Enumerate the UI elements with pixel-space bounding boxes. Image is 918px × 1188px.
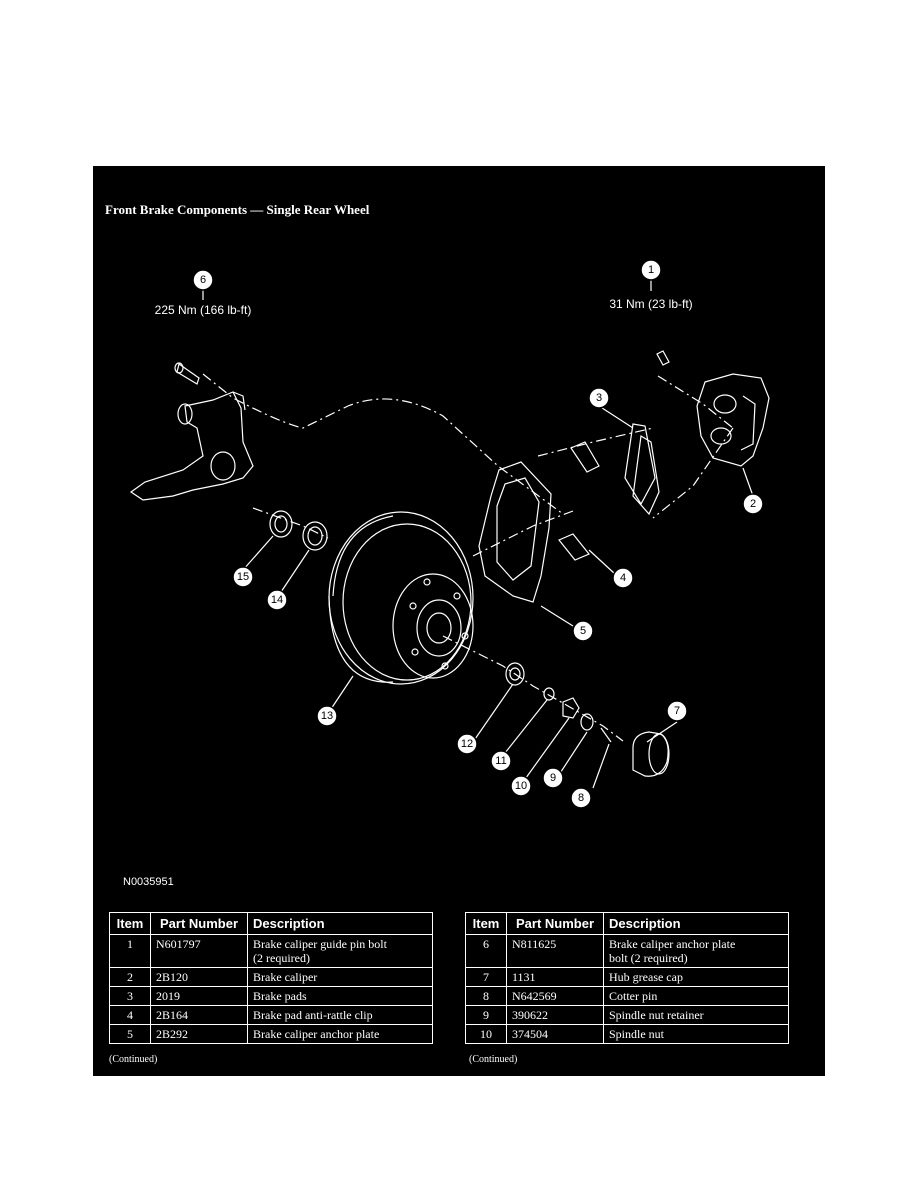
row-description: Spindle nut retainer [603, 1005, 789, 1025]
callout-8-circle [570, 787, 592, 809]
row-part-number: 390622 [506, 1005, 604, 1025]
row-description: Spindle nut [603, 1024, 789, 1044]
figure-title: Front Brake Components — Single Rear Whe… [105, 202, 370, 217]
continued-note-left: (Continued) [109, 1054, 158, 1065]
callout-11-label: 11 [495, 755, 506, 767]
callout-14-label: 14 [271, 594, 283, 606]
table-row: 2 2B120 Brake caliper [109, 967, 433, 987]
header-item: Item [109, 912, 151, 935]
parts-table-right: Item Part Number Description 6 N811625 B… [465, 912, 789, 1044]
row-description: Hub grease cap [603, 967, 789, 987]
callout-2-circle [742, 493, 764, 515]
callout-9-circle [542, 767, 564, 789]
table-row: 4 2B164 Brake pad anti-rattle clip [109, 1005, 433, 1025]
row-description: Brake pad anti-rattle clip [247, 1005, 433, 1025]
table-row: 1 N601797 Brake caliper guide pin bolt(2… [109, 934, 433, 968]
row-item: 10 [465, 1024, 507, 1044]
row-part-number: N642569 [506, 986, 604, 1006]
row-description: Cotter pin [603, 986, 789, 1006]
callout-4-circle [612, 567, 634, 589]
callout-15-circle [232, 566, 254, 588]
row-part-number: N811625 [506, 934, 604, 968]
figure-panel: Front Brake Components — Single Rear Whe… [93, 166, 825, 1076]
callout-7-circle [666, 700, 688, 722]
callout-12-label: 12 [461, 738, 473, 750]
row-item: 6 [465, 934, 507, 968]
row-item: 1 [109, 934, 151, 968]
callout-9-label: 9 [550, 772, 556, 784]
table-row: 9 390622 Spindle nut retainer [465, 1005, 789, 1025]
callout-7-label: 7 [674, 705, 680, 717]
header-description: Description [603, 912, 789, 935]
row-part-number: 2B164 [150, 1005, 248, 1025]
callout-11-circle [490, 750, 512, 772]
row-description: Brake caliper [247, 967, 433, 987]
callout-13-label: 13 [321, 710, 333, 722]
callout-10-circle [510, 775, 532, 797]
row-part-number: 2B120 [150, 967, 248, 987]
figure-id: N0035951 [123, 876, 174, 888]
row-item: 4 [109, 1005, 151, 1025]
torque-label-6: 225 Nm (166 lb-ft) [155, 303, 252, 317]
row-part-number: N601797 [150, 934, 248, 968]
row-part-number: 374504 [506, 1024, 604, 1044]
row-item: 7 [465, 967, 507, 987]
callout-3-circle [588, 387, 610, 409]
torque-label-1: 31 Nm (23 lb-ft) [609, 297, 692, 311]
callout-8-label: 8 [578, 792, 584, 804]
row-item: 8 [465, 986, 507, 1006]
row-item: 2 [109, 967, 151, 987]
row-description: Brake caliper anchor plate [247, 1024, 433, 1044]
callout-12-circle [456, 733, 478, 755]
header-description: Description [247, 912, 433, 935]
callout-1-circle [640, 259, 662, 281]
table-row: 10 374504 Spindle nut [465, 1024, 789, 1044]
callout-6-label: 6 [200, 274, 206, 286]
table-row: 5 2B292 Brake caliper anchor plate [109, 1024, 433, 1044]
row-part-number: 2019 [150, 986, 248, 1006]
row-item: 3 [109, 986, 151, 1006]
row-item: 5 [109, 1024, 151, 1044]
callout-10-label: 10 [515, 780, 527, 792]
header-item: Item [465, 912, 507, 935]
callout-5-label: 5 [580, 625, 586, 637]
callout-3-label: 3 [596, 392, 602, 404]
row-part-number: 1131 [506, 967, 604, 987]
callout-14-circle [266, 589, 288, 611]
callout-4-label: 4 [620, 572, 626, 584]
callout-2-label: 2 [750, 498, 756, 510]
callout-5-circle [572, 620, 594, 642]
brake-components-diagram: 6 1 3 2 4 5 7 8 9 10 11 12 13 14 15 225 … [129, 259, 770, 809]
header-part-number: Part Number [150, 912, 248, 935]
header-part-number: Part Number [506, 912, 604, 935]
callout-1-label: 1 [648, 264, 654, 276]
row-description: Brake pads [247, 986, 433, 1006]
callout-6-circle [192, 269, 214, 291]
row-item: 9 [465, 1005, 507, 1025]
table-row: 8 N642569 Cotter pin [465, 986, 789, 1006]
row-description: Brake caliper guide pin bolt(2 required) [247, 934, 433, 968]
row-part-number: 2B292 [150, 1024, 248, 1044]
callout-13-circle [316, 705, 338, 727]
callout-15-label: 15 [237, 571, 249, 583]
table-row: 7 1131 Hub grease cap [465, 967, 789, 987]
table-row: 3 2019 Brake pads [109, 986, 433, 1006]
parts-table-left: Item Part Number Description 1 N601797 B… [109, 912, 433, 1044]
continued-note-right: (Continued) [469, 1054, 518, 1065]
